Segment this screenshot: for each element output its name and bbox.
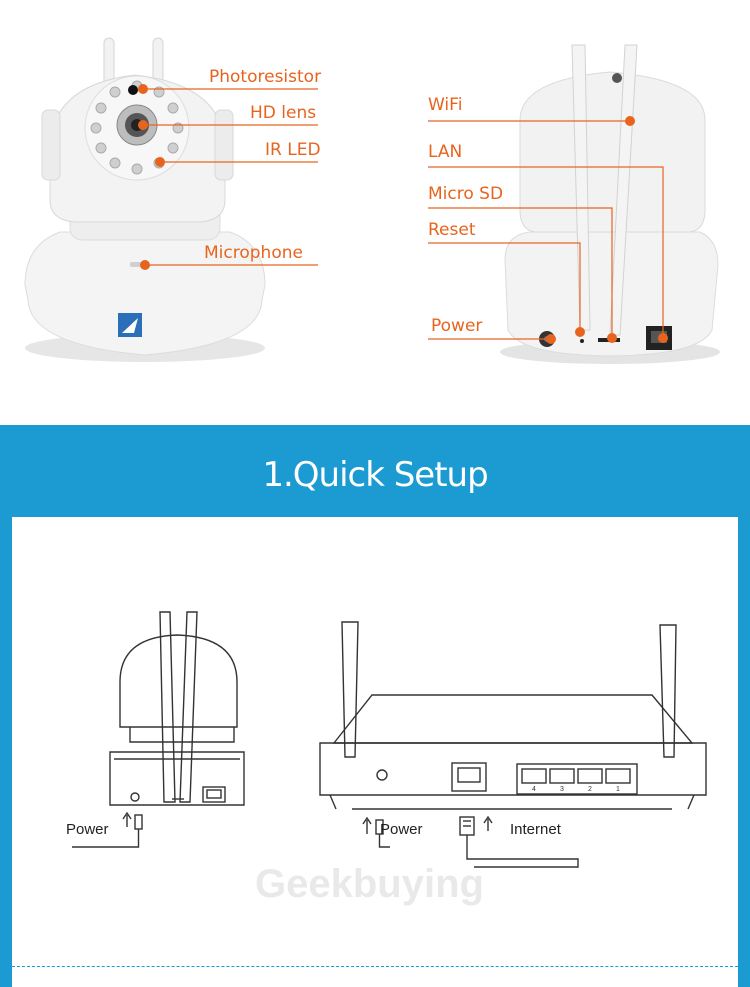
dashed-divider: [12, 966, 738, 967]
reset-callout: Reset: [428, 220, 476, 240]
camera-power-label: Power: [66, 821, 109, 838]
section-title: 1.Quick Setup: [262, 455, 488, 495]
router-line-drawing: [319, 621, 707, 868]
front-camera-image: [24, 37, 318, 362]
router-port-numbers: 4 3 2 1: [532, 786, 620, 793]
port-number-2: 2: [588, 786, 592, 793]
geekbuying-watermark: Geekbuying: [255, 862, 484, 906]
wifi-callout: WiFi: [428, 95, 463, 115]
port-number-3: 3: [560, 786, 564, 793]
ir-led-callout: IR LED: [265, 140, 321, 160]
setup-line-diagram: 4 3 2 1: [72, 611, 707, 868]
power-callout: Power: [431, 316, 483, 336]
port-number-4: 4: [532, 786, 536, 793]
internet-label: Internet: [510, 821, 561, 838]
brand-logo-icon: [118, 313, 142, 337]
port-number-1: 1: [616, 786, 620, 793]
camera-back-line-drawing: [72, 611, 245, 848]
photoresistor-callout: Photoresistor: [209, 67, 322, 87]
router-power-label: Power: [380, 821, 423, 838]
product-photos: Photoresistor HD lens IR LED Microphone …: [0, 0, 750, 425]
microphone-callout: Microphone: [204, 243, 303, 263]
hd-lens-callout: HD lens: [250, 103, 317, 123]
setup-diagram-panel: 4 3 2 1 Power Power Internet: [12, 517, 738, 987]
camera-illustrations: [24, 37, 720, 364]
back-camera-image: [428, 44, 720, 364]
micro-sd-callout: Micro SD: [428, 184, 504, 204]
lan-callout: LAN: [428, 142, 463, 162]
